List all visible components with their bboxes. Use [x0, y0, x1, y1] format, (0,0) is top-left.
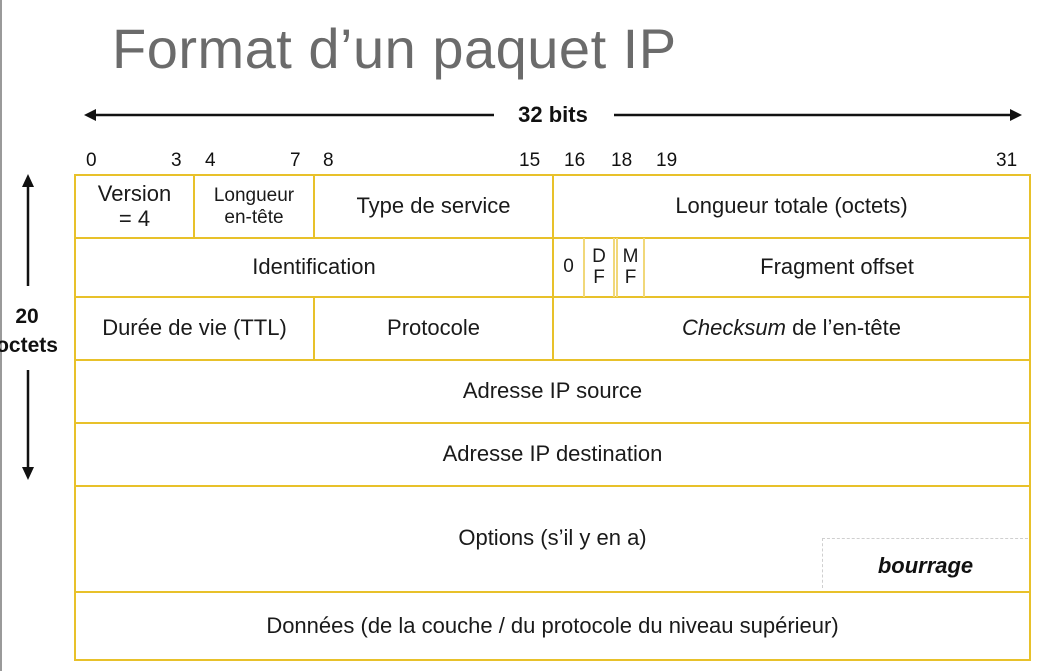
header-size-number: 20 — [15, 305, 39, 328]
flag-mf-line2: F — [624, 266, 637, 288]
flag-df-line1: D — [592, 245, 606, 267]
bit-position: 15 — [519, 150, 541, 171]
header-size-arrow-down — [22, 370, 34, 480]
header-size-arrow-up — [22, 174, 34, 286]
width-arrow-left — [84, 109, 494, 121]
flag-mf: M F — [617, 238, 644, 297]
bit-position: 4 — [205, 150, 216, 171]
field-options: Options (s’il y en a) — [458, 525, 647, 550]
slide-edge — [0, 0, 2, 671]
flag-reserved: 0 — [563, 256, 574, 278]
bit-position: 16 — [564, 150, 586, 171]
bit-position: 0 — [86, 150, 97, 171]
field-version: Version = 4 — [75, 175, 194, 238]
field-type-of-service: Type de service — [356, 193, 511, 219]
width-label: 32 bits — [518, 102, 588, 127]
version-value: = 4 — [118, 205, 151, 231]
bit-position: 3 — [171, 150, 182, 171]
header-size-label: 20 octets — [0, 302, 62, 360]
bit-position: 8 — [323, 150, 334, 171]
version-label: Version — [97, 181, 172, 207]
flag-df-line2: F — [593, 266, 605, 288]
flag-df: D F — [584, 238, 614, 297]
bit-position: 19 — [656, 150, 678, 171]
width-arrow-right — [614, 109, 1022, 121]
field-padding: bourrage — [822, 538, 1028, 588]
field-fragment-offset: Fragment offset — [760, 254, 914, 280]
checksum-rest: de l’en-tête — [785, 315, 901, 341]
checksum-term: Checksum — [682, 315, 786, 341]
field-identification: Identification — [252, 254, 376, 280]
flag-mf-line1: M — [622, 245, 639, 267]
field-checksum: Checksum de l’en-tête — [553, 297, 1030, 360]
header-length-line1: Longueur — [213, 184, 295, 206]
slide-title: Format d’un paquet IP — [112, 17, 677, 80]
header-length-line2: en-tête — [224, 206, 284, 228]
field-total-length: Longueur totale (octets) — [675, 193, 908, 219]
field-ttl: Durée de vie (TTL) — [102, 315, 287, 341]
bit-position: 18 — [611, 150, 633, 171]
field-destination-address: Adresse IP destination — [442, 441, 663, 467]
header-size-unit: octets — [0, 334, 58, 357]
field-source-address: Adresse IP source — [462, 378, 643, 404]
field-protocol: Protocole — [387, 315, 480, 341]
bit-position: 7 — [290, 150, 301, 171]
bit-position: 31 — [996, 150, 1018, 171]
field-data: Données (de la couche / du protocole du … — [266, 612, 839, 638]
field-header-length: Longueur en-tête — [194, 175, 314, 238]
